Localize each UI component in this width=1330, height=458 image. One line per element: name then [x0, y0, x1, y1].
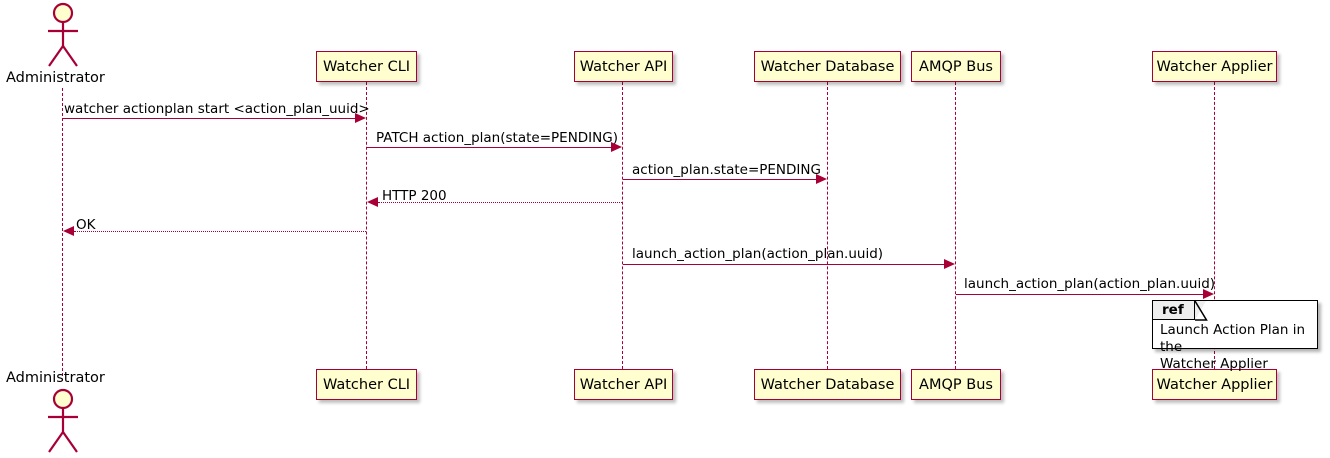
participant-label-watcher-applier-bottom: Watcher Applier: [1156, 376, 1273, 393]
actor-administrator-top: [42, 2, 84, 72]
actor-figure-icon: [48, 388, 78, 453]
message-line-3: [378, 202, 622, 203]
message-arrowhead-4: [63, 226, 74, 236]
lifeline-watcher-api: [622, 82, 623, 369]
message-arrowhead-6: [1203, 289, 1214, 299]
message-label-6: launch_action_plan(action_plan.uuid): [964, 276, 1216, 292]
message-line-4: [74, 231, 366, 232]
message-label-1: PATCH action_plan(state=PENDING): [376, 130, 618, 146]
participant-watcher-cli-bottom[interactable]: Watcher CLI: [316, 369, 417, 400]
message-label-4: OK: [76, 217, 96, 233]
message-label-3: HTTP 200: [382, 188, 447, 204]
participant-watcher-database-bottom[interactable]: Watcher Database: [754, 369, 901, 400]
participant-watcher-api-bottom[interactable]: Watcher API: [574, 369, 673, 400]
message-arrowhead-2: [816, 174, 827, 184]
ref-fragment-tab-label: ref: [1162, 302, 1184, 318]
participant-amqp-bus-top[interactable]: AMQP Bus: [911, 51, 1001, 82]
participant-label-watcher-cli-top: Watcher CLI: [322, 58, 411, 75]
message-arrowhead-0: [355, 113, 366, 123]
ref-fragment-text-line-2: Watcher Applier: [1160, 356, 1268, 372]
ref-fragment-text-line-1: Launch Action Plan in the: [1160, 322, 1306, 355]
participant-watcher-api-top[interactable]: Watcher API: [574, 51, 673, 82]
message-line-6: [956, 294, 1203, 295]
participant-label-watcher-database-bottom: Watcher Database: [760, 376, 895, 393]
actor-administrator-bottom: [42, 388, 84, 458]
message-line-0: [63, 118, 355, 119]
participant-watcher-cli-top[interactable]: Watcher CLI: [316, 51, 417, 82]
lifeline-watcher-applier: [1214, 82, 1215, 369]
lifeline-amqp-bus: [955, 82, 956, 369]
message-label-5: launch_action_plan(action_plan.uuid): [632, 246, 884, 262]
ref-fragment-text: Launch Action Plan in the Watcher Applie…: [1160, 322, 1317, 373]
message-arrowhead-3: [367, 197, 378, 207]
participant-label-watcher-database-top: Watcher Database: [760, 58, 895, 75]
message-line-2: [623, 179, 816, 180]
message-line-1: [367, 147, 611, 148]
participant-amqp-bus-bottom[interactable]: AMQP Bus: [911, 369, 1001, 400]
actor-figure-icon: [48, 2, 78, 67]
message-label-0: watcher actionplan start <action_plan_uu…: [64, 101, 370, 117]
lifeline-watcher-cli: [366, 82, 367, 369]
participant-watcher-database-top[interactable]: Watcher Database: [754, 51, 901, 82]
ref-fragment-notch-edge-icon: [1195, 301, 1208, 321]
actor-label-administrator-top: Administrator: [6, 70, 105, 86]
participant-watcher-applier-bottom[interactable]: Watcher Applier: [1152, 369, 1277, 400]
participant-label-watcher-cli-bottom: Watcher CLI: [322, 376, 411, 393]
participant-label-watcher-api-top: Watcher API: [579, 58, 668, 75]
message-arrowhead-1: [611, 142, 622, 152]
participant-label-watcher-api-bottom: Watcher API: [579, 376, 668, 393]
participant-watcher-applier-top[interactable]: Watcher Applier: [1152, 51, 1277, 82]
message-arrowhead-5: [944, 259, 955, 269]
message-line-5: [623, 264, 944, 265]
ref-fragment: ref Launch Action Plan in the Watcher Ap…: [1152, 300, 1318, 372]
participant-label-watcher-applier-top: Watcher Applier: [1156, 58, 1273, 75]
actor-label-administrator-bottom: Administrator: [6, 370, 105, 386]
message-label-2: action_plan.state=PENDING: [632, 162, 821, 178]
lifeline-watcher-database: [827, 82, 828, 369]
lifeline-administrator: [62, 88, 63, 376]
participant-label-amqp-bus-top: AMQP Bus: [919, 58, 993, 75]
participant-label-amqp-bus-bottom: AMQP Bus: [919, 376, 993, 393]
ref-fragment-tab: ref: [1153, 301, 1195, 320]
